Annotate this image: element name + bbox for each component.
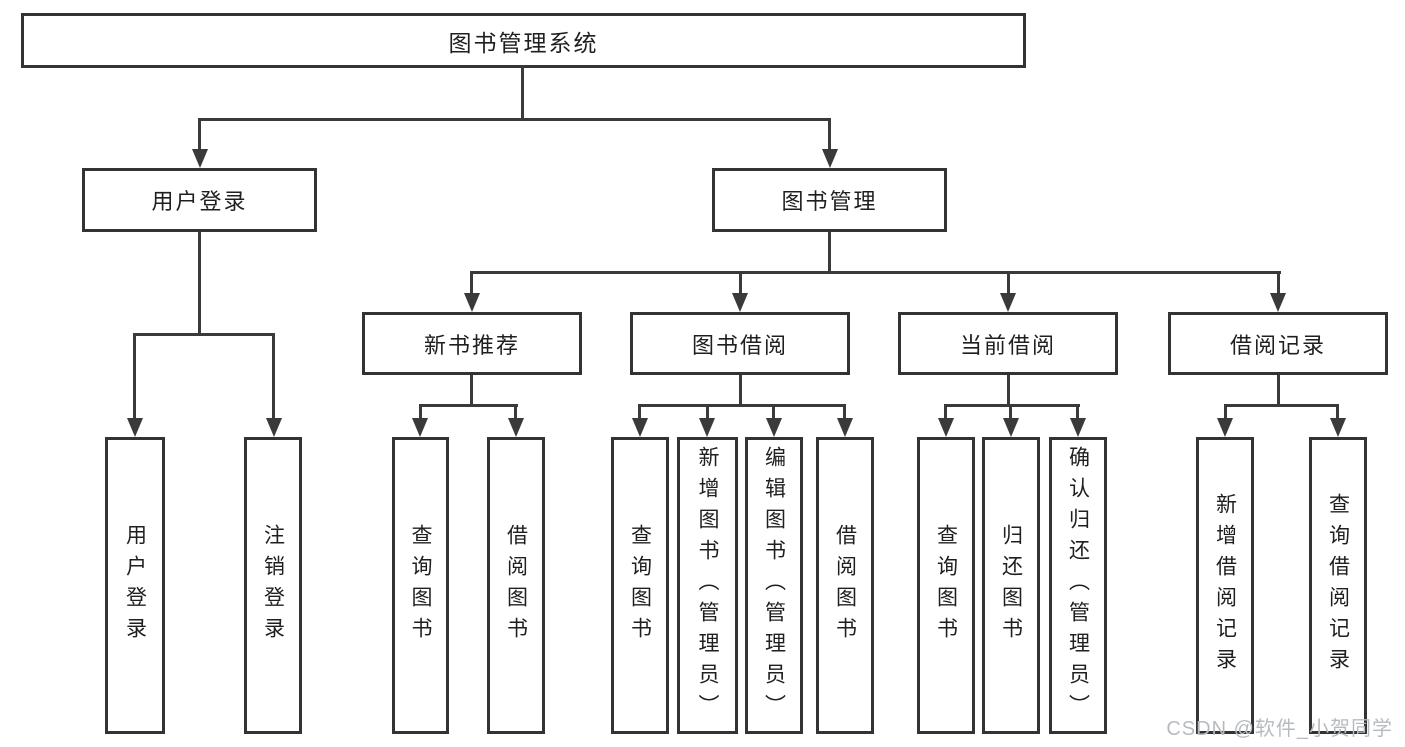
connector-rail — [638, 404, 846, 407]
connector-drop — [828, 118, 831, 150]
node-label: 归还图书 — [999, 523, 1023, 648]
connector-drop — [419, 404, 422, 420]
connector-stem — [1007, 375, 1010, 407]
connector-drop — [470, 271, 473, 295]
connector-drop — [1076, 404, 1079, 420]
arrow-down-icon — [192, 149, 208, 168]
connector-drop — [843, 404, 846, 420]
node-current-borrow: 当前借阅 — [898, 312, 1118, 375]
connector-drop — [514, 404, 517, 420]
connector-stem — [739, 375, 742, 407]
node-book-management: 图书管理 — [712, 168, 947, 232]
arrow-down-icon — [412, 418, 428, 437]
node-label: 用户登录 — [151, 189, 248, 214]
arrow-down-icon — [1270, 293, 1286, 312]
connector-drop — [1007, 271, 1010, 295]
connector-stem — [470, 375, 473, 407]
node-label: 借阅图书 — [833, 523, 857, 648]
connector-rail — [944, 404, 1080, 407]
node-label: 编辑图书（管理员） — [762, 446, 786, 725]
arrow-down-icon — [508, 418, 524, 437]
node-label: 新书推荐 — [423, 332, 520, 358]
node-label: 图书借阅 — [691, 332, 788, 358]
connector-stem — [828, 232, 831, 274]
node-new-book-recommend: 新书推荐 — [362, 312, 582, 375]
arrow-down-icon — [1000, 293, 1016, 312]
node-label: 用户登录 — [123, 523, 147, 648]
connector-stem — [521, 65, 524, 120]
node-user-login-group: 用户登录 — [82, 168, 317, 232]
connector-rail — [133, 333, 275, 336]
leaf-query-books-borrow: 查询图书 — [611, 437, 669, 734]
leaf-add-book-admin: 新增图书（管理员） — [677, 437, 738, 734]
arrow-down-icon — [266, 418, 282, 437]
connector-drop — [772, 404, 775, 420]
arrow-down-icon — [822, 149, 838, 168]
leaf-add-borrow-record: 新增借阅记录 — [1196, 437, 1254, 734]
arrow-down-icon — [1217, 418, 1233, 437]
arrow-down-icon — [1330, 418, 1346, 437]
node-book-borrow: 图书借阅 — [630, 312, 850, 375]
node-label: 新增借阅记录 — [1213, 492, 1237, 679]
connector-rail — [419, 404, 518, 407]
arrow-down-icon — [464, 293, 480, 312]
arrow-down-icon — [699, 418, 715, 437]
leaf-confirm-return-admin: 确认归还（管理员） — [1049, 437, 1107, 734]
connector-drop — [198, 118, 201, 150]
node-label: 图书管理 — [781, 189, 878, 214]
connector-rail — [198, 118, 831, 121]
watermark: CSDN @软件_小贺同学 — [1166, 718, 1393, 740]
connector-drop — [1009, 404, 1012, 420]
connector-stem — [198, 232, 201, 335]
connector-rail — [470, 271, 1281, 274]
node-label: 借阅图书 — [504, 523, 528, 648]
node-label: 借阅记录 — [1229, 332, 1326, 358]
leaf-return-book: 归还图书 — [982, 437, 1040, 734]
connector-rail — [1224, 404, 1339, 407]
arrow-down-icon — [1070, 418, 1086, 437]
arrow-down-icon — [1003, 418, 1019, 437]
node-library-system: 图书管理系统 — [21, 13, 1026, 68]
leaf-user-login: 用户登录 — [105, 437, 165, 734]
connector-stem — [1277, 375, 1280, 407]
connector-drop — [706, 404, 709, 420]
node-label: 注销登录 — [261, 523, 285, 648]
node-label: 查询图书 — [628, 523, 652, 648]
node-label: 图书管理系统 — [448, 29, 599, 56]
connector-drop — [1277, 271, 1280, 295]
arrow-down-icon — [837, 418, 853, 437]
connector-drop — [944, 404, 947, 420]
node-label: 新增图书（管理员） — [696, 446, 720, 725]
leaf-query-borrow-record: 查询借阅记录 — [1309, 437, 1367, 734]
node-label: 查询借阅记录 — [1326, 492, 1350, 679]
arrow-down-icon — [127, 418, 143, 437]
arrow-down-icon — [732, 293, 748, 312]
leaf-edit-book-admin: 编辑图书（管理员） — [745, 437, 803, 734]
arrow-down-icon — [938, 418, 954, 437]
leaf-borrow-books-borrow: 借阅图书 — [816, 437, 874, 734]
arrow-down-icon — [766, 418, 782, 437]
node-label: 当前借阅 — [959, 332, 1056, 358]
node-label: 查询图书 — [934, 523, 958, 648]
leaf-borrow-books-recommend: 借阅图书 — [487, 437, 545, 734]
leaf-query-books-current: 查询图书 — [917, 437, 975, 734]
connector-drop — [638, 404, 641, 420]
connector-drop — [272, 333, 275, 419]
leaf-logout: 注销登录 — [244, 437, 302, 734]
connector-drop — [1224, 404, 1227, 420]
leaf-query-books-recommend: 查询图书 — [392, 437, 449, 734]
connector-drop — [739, 271, 742, 295]
connector-drop — [1336, 404, 1339, 420]
node-label: 查询图书 — [409, 523, 433, 648]
node-borrow-records: 借阅记录 — [1168, 312, 1388, 375]
node-label: 确认归还（管理员） — [1066, 446, 1090, 725]
connector-drop — [133, 333, 136, 419]
arrow-down-icon — [632, 418, 648, 437]
